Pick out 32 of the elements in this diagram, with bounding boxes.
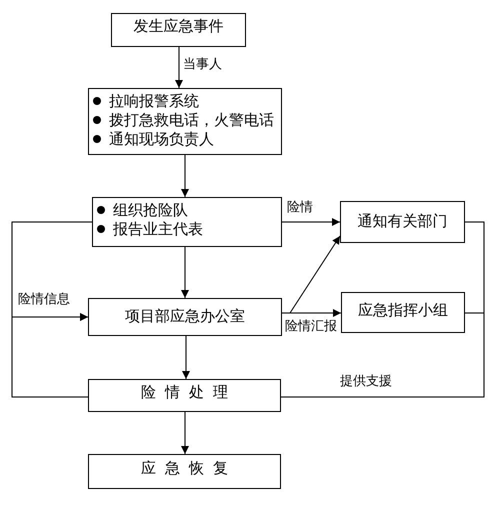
- arrow: [181, 154, 189, 198]
- step-text: 发生应急事件: [134, 17, 224, 35]
- arrow: [182, 336, 190, 380]
- process-box: [340, 201, 465, 243]
- arrow: [181, 246, 189, 298]
- step-text: 险情处理: [140, 383, 237, 401]
- process-box: [88, 298, 282, 336]
- connector-line: [280, 312, 484, 398]
- process-box: [341, 292, 465, 333]
- process-box: [92, 197, 282, 247]
- edge-label: 险情信息: [17, 292, 71, 307]
- arrow: [12, 313, 88, 398]
- list-item-text: 通知现场负责人: [109, 130, 214, 148]
- list-item-text: 报告业主代表: [113, 220, 203, 238]
- process-box: [88, 379, 281, 412]
- step-text: 应急恢复: [140, 459, 237, 477]
- arrow: [175, 46, 183, 88]
- edge-label: 险情: [286, 200, 314, 215]
- step-text: 通知有关部门: [358, 212, 448, 230]
- process-box: [88, 88, 282, 155]
- step-text: 应急指挥小组: [358, 301, 448, 319]
- list-item-text: 拨打急救电话，火警电话: [109, 110, 274, 128]
- arrow: [282, 309, 342, 317]
- process-box: [88, 454, 281, 489]
- process-box: [111, 13, 246, 47]
- list-item-text: 组织抢险队: [113, 200, 188, 218]
- list-item-text: 拉响报警系统: [109, 92, 199, 110]
- arrow: [282, 218, 340, 226]
- arrow: [181, 412, 189, 454]
- step-text: 项目部应急办公室: [125, 307, 245, 325]
- edge-label: 当事人: [182, 57, 223, 72]
- edge-label: 险情汇报: [284, 319, 338, 334]
